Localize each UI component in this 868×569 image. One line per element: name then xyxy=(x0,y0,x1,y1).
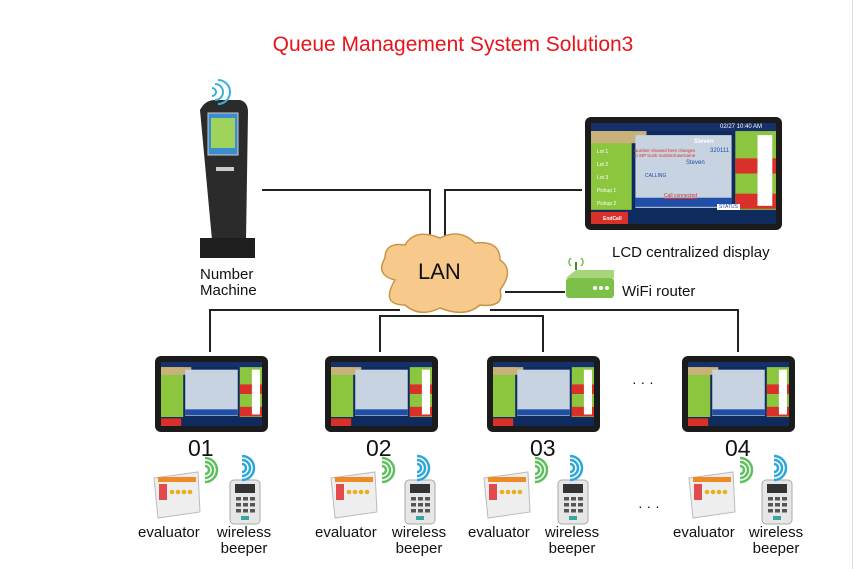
lan-cloud xyxy=(380,233,509,314)
wifi-router-label: WiFi router xyxy=(622,283,696,300)
number-machine-label: Number Machine xyxy=(200,267,257,299)
lcd-side-item[interactable]: Lot 2 xyxy=(597,162,609,168)
station-number: 03 xyxy=(530,435,556,461)
beeper-label-line1: wireless xyxy=(391,524,447,541)
lcd-call-connected: Call connected xyxy=(664,193,698,199)
station-number: 04 xyxy=(725,435,751,461)
terminal-screen-2 xyxy=(325,356,438,432)
wifi-signal-icon xyxy=(569,454,584,482)
lcd-number: 320111 xyxy=(710,148,730,154)
wifi-signal-icon xyxy=(204,456,219,484)
wifi-signal-icon xyxy=(416,454,431,482)
beeper-label-line1: wireless xyxy=(748,524,804,541)
lcd-note-line1: Number showed here changes xyxy=(634,148,696,153)
wifi-signal-icon xyxy=(534,456,549,484)
evaluator-device-icon xyxy=(688,471,736,519)
ellipsis-terminals: · · · xyxy=(632,374,654,390)
bus-middle xyxy=(379,315,544,352)
wireless-beeper-label: wireless beeper xyxy=(389,525,449,557)
terminal-screen-3 xyxy=(487,356,600,432)
lcd-note: Number showed here changes to SIP trunk … xyxy=(634,148,695,158)
station-number: 02 xyxy=(366,435,392,461)
lcd-caller-name: Steven xyxy=(694,139,714,145)
right-border xyxy=(852,0,853,569)
terminal-screen-4 xyxy=(682,356,795,432)
lcd-calling-status: CALLING xyxy=(645,173,667,179)
wireless-beeper-icon xyxy=(761,479,793,525)
beeper-label-line2: beeper xyxy=(548,540,596,557)
lcd-time: 02/27 10:40 AM xyxy=(720,124,763,130)
lcd-side-item[interactable]: Lot 1 xyxy=(597,149,609,155)
wifi-signal-icon xyxy=(739,456,754,484)
wireless-beeper-icon xyxy=(229,479,261,525)
lcd-centralized-display xyxy=(585,117,782,230)
lcd-note-line2: to SIP trunk number/username xyxy=(634,153,696,158)
lcd-endcall-button[interactable]: EndCall xyxy=(603,216,622,222)
wifi-signal-icon xyxy=(241,454,256,482)
beeper-label-line1: wireless xyxy=(216,524,272,541)
evaluator-device-icon xyxy=(483,471,531,519)
wifi-signal-icon xyxy=(773,454,788,482)
wireless-beeper-label: wireless beeper xyxy=(214,525,274,557)
lcd-side-menu: Lot 1 Lot 2 Lot 3 Pickup 1 Pickup 2 xyxy=(597,146,616,211)
terminal-screen-1 xyxy=(155,356,268,432)
wireless-beeper-label: wireless beeper xyxy=(746,525,806,557)
beeper-label-line2: beeper xyxy=(220,540,268,557)
evaluator-label: evaluator xyxy=(468,524,530,541)
lan-label: LAN xyxy=(418,259,461,284)
evaluator-label: evaluator xyxy=(315,524,377,541)
wifi-router-icon xyxy=(566,257,614,298)
ellipsis-devices: · · · xyxy=(638,498,660,514)
wireless-beeper-icon xyxy=(557,479,589,525)
evaluator-label: evaluator xyxy=(138,524,200,541)
lcd-side-item[interactable]: Lot 3 xyxy=(597,175,609,181)
evaluator-label: evaluator xyxy=(673,524,735,541)
station-number: 01 xyxy=(188,435,214,461)
diagram-title: Queue Management System Solution3 xyxy=(272,33,634,56)
evaluator-device-icon xyxy=(153,471,201,519)
lcd-steven-2: Steven xyxy=(686,160,705,166)
lcd-display-label: LCD centralized display xyxy=(612,244,770,261)
lcd-side-item[interactable]: Pickup 1 xyxy=(597,188,617,194)
number-machine-label-line2: Machine xyxy=(200,282,257,299)
wifi-signal-icon xyxy=(211,79,231,105)
evaluator-device-icon xyxy=(330,471,378,519)
beeper-label-line2: beeper xyxy=(752,540,800,557)
bus-left xyxy=(209,309,400,352)
number-machine-kiosk xyxy=(200,79,255,258)
wireless-beeper-icon xyxy=(404,479,436,525)
bus-right xyxy=(490,309,739,352)
beeper-label-line1: wireless xyxy=(544,524,600,541)
wireless-beeper-label: wireless beeper xyxy=(542,525,602,557)
lcd-side-item[interactable]: Pickup 2 xyxy=(597,201,617,207)
number-machine-label-line1: Number xyxy=(200,266,254,283)
beeper-label-line2: beeper xyxy=(395,540,443,557)
lcd-status-button[interactable]: STATUS xyxy=(717,204,740,210)
wifi-signal-icon xyxy=(381,456,396,484)
